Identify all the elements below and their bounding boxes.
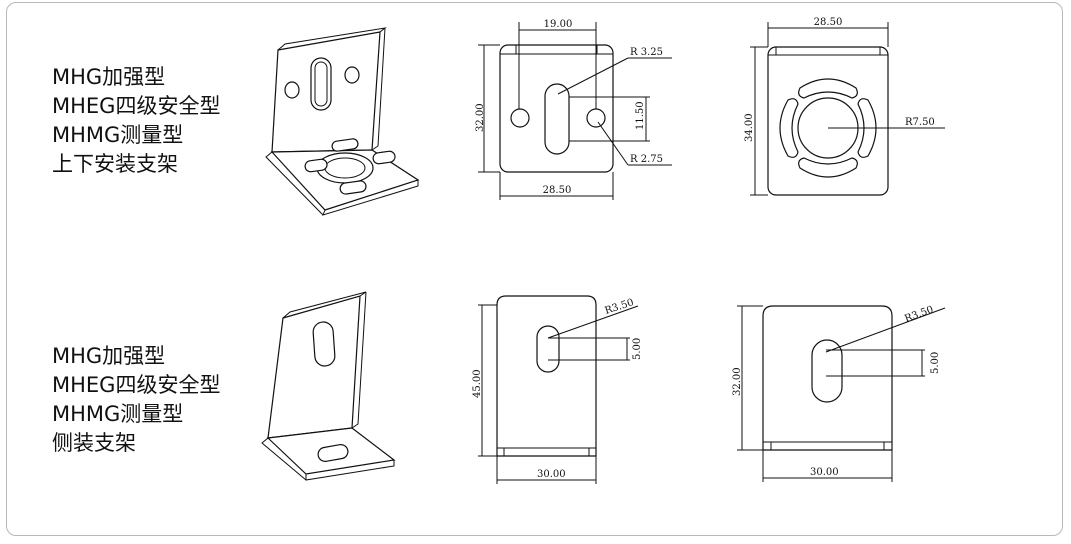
row2-title-line: 侧装支架 bbox=[52, 431, 136, 455]
row1-bracket-3d bbox=[265, 27, 420, 216]
dim-b-slot: 5.00 bbox=[930, 352, 941, 374]
dim-a-radius: R3.50 bbox=[604, 297, 636, 317]
dim-a-width: 30.00 bbox=[537, 469, 566, 480]
dim-b-radius: R3.50 bbox=[903, 304, 935, 325]
row1-title-line: MHMG测量型 bbox=[52, 123, 184, 147]
dim-a-slot: 5.00 bbox=[632, 338, 643, 360]
row2-title: MHG加强型 MHEG四级安全型 MHMG测量型 侧装支架 bbox=[52, 342, 220, 458]
row1-title: MHG加强型 MHEG四级安全型 MHMG测量型 上下安装支架 bbox=[52, 63, 220, 179]
row2-bracket-3d bbox=[261, 291, 396, 481]
content-frame bbox=[6, 2, 1063, 536]
dim-radius-bottom: R 2.75 bbox=[630, 154, 663, 165]
dim-plan-top-width: 28.50 bbox=[814, 17, 843, 28]
dim-radius-top: R 3.25 bbox=[630, 47, 663, 58]
dim-top-width: 19.00 bbox=[544, 19, 573, 30]
dim-b-height: 32.00 bbox=[732, 367, 743, 396]
row1-title-line: 上下安装支架 bbox=[52, 152, 178, 176]
row2-title-line: MHMG测量型 bbox=[52, 402, 184, 426]
row1-plan-view: 28.50 R7.50 34.00 bbox=[744, 17, 945, 196]
row1-front-view: 19.00 R 3.25 R 2.75 11.50 32.00 28.50 bbox=[475, 19, 672, 200]
dim-plan-radius: R7.50 bbox=[905, 117, 935, 128]
row1-title-line: MHEG四级安全型 bbox=[52, 94, 221, 118]
row2-view-b: R3.50 5.00 32.00 30.00 bbox=[732, 304, 946, 482]
dim-plan-height: 34.00 bbox=[744, 113, 755, 142]
dim-a-height: 45.00 bbox=[472, 369, 483, 398]
row2-view-a: R3.50 5.00 45.00 30.00 bbox=[472, 295, 643, 484]
dim-slot-offset: 11.50 bbox=[635, 101, 646, 130]
row1-title-line: MHG加强型 bbox=[52, 65, 166, 89]
dim-bottom-width: 28.50 bbox=[543, 185, 572, 196]
dim-b-width: 30.00 bbox=[810, 467, 839, 478]
dim-height: 32.00 bbox=[475, 103, 486, 132]
row2-title-line: MHEG四级安全型 bbox=[52, 373, 221, 397]
row2-title-line: MHG加强型 bbox=[52, 344, 166, 368]
